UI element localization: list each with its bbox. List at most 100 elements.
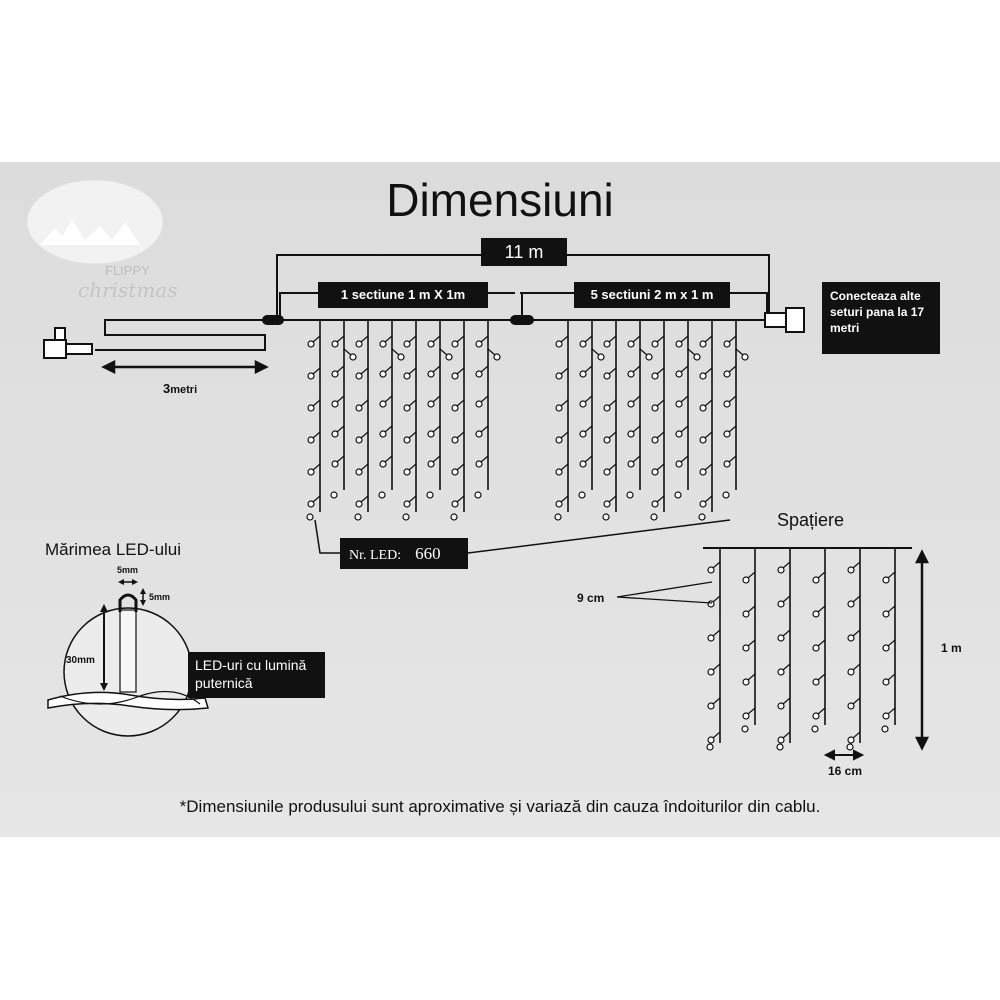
section2-label: 5 sectiuni 2 m x 1 m [574, 282, 730, 308]
led-bulb [812, 644, 820, 652]
led-bulb [812, 678, 820, 686]
led-bulb [651, 500, 659, 508]
vertical-spacing-label: 9 cm [577, 591, 605, 605]
led-bulb [603, 436, 611, 444]
led-bulb [451, 372, 459, 380]
led-bulb [451, 436, 459, 444]
led-bulb [555, 340, 563, 348]
led-bulb [603, 500, 611, 508]
led-bulb [699, 372, 707, 380]
led-bulb [675, 400, 683, 408]
connector-2 [510, 315, 534, 325]
led-bulb [427, 400, 435, 408]
height-arrow [914, 549, 930, 751]
led-bulb [379, 370, 387, 378]
spacing-strands [706, 548, 896, 751]
led-bulb [579, 400, 587, 408]
led-bulb [723, 400, 731, 408]
logo-text-1: FLIPPY [105, 263, 150, 278]
led-bulb [331, 430, 339, 438]
led-bulb [355, 340, 363, 348]
led-bulb [355, 404, 363, 412]
led-bulb [555, 372, 563, 380]
led-bulb [427, 370, 435, 378]
led-bulb [627, 370, 635, 378]
led-bulb [651, 404, 659, 412]
connect-note: Conecteaza alte seturi pana la 17 metri [822, 282, 940, 354]
led-bulb [355, 372, 363, 380]
led-bulb [379, 430, 387, 438]
led-bulb [403, 340, 411, 348]
led-bulb [651, 340, 659, 348]
led-bulb [427, 460, 435, 468]
led-bulb [331, 370, 339, 378]
led-bulb [331, 340, 339, 348]
led-bulb [445, 353, 453, 361]
led-bulb [882, 712, 890, 720]
led-bulb [603, 372, 611, 380]
led-bulb [379, 460, 387, 468]
led-bulb [777, 634, 785, 642]
total-width-label: 11 m [481, 238, 567, 266]
led-bulb [403, 404, 411, 412]
led-bulb [307, 436, 315, 444]
diagram-panel [0, 162, 1000, 837]
led-bulb [331, 400, 339, 408]
led-bulb [379, 400, 387, 408]
led-size-detail [47, 579, 209, 737]
page-title: Dimensiuni [386, 174, 614, 226]
led-bulb [355, 436, 363, 444]
led-bulb [493, 353, 501, 361]
lead-length-unit: metri [170, 384, 198, 396]
led-bulb [742, 610, 750, 618]
brand-logo: FLIPPY christmas [26, 179, 178, 302]
led-bulb [693, 353, 701, 361]
horizontal-spacing-label: 16 cm [828, 764, 863, 778]
led-bulb [403, 372, 411, 380]
led-size-title: Mărimea LED-ului [45, 540, 182, 559]
led-bulb [475, 370, 483, 378]
led-bulb [699, 500, 707, 508]
led-bulb [707, 634, 715, 642]
lead-arrow [101, 359, 269, 375]
led-description: LED-uri cu lumină puternică [188, 652, 325, 698]
led-bulb [651, 436, 659, 444]
led-bulb [812, 576, 820, 584]
led-bulb [627, 340, 635, 348]
led-bulb [707, 566, 715, 574]
led-bulb [307, 340, 315, 348]
led-bulb [723, 340, 731, 348]
led-bulb [349, 353, 357, 361]
led-bulb [603, 340, 611, 348]
led-bulb [403, 468, 411, 476]
led-count-value: 660 [415, 544, 441, 563]
led-bulb [675, 430, 683, 438]
led-bulb [699, 340, 707, 348]
led-bulb [427, 430, 435, 438]
led-bulb [742, 576, 750, 584]
led-bulb [847, 668, 855, 676]
led-bulb [555, 468, 563, 476]
led-bulb [579, 460, 587, 468]
led-bulb [812, 610, 820, 618]
led-bulb [331, 460, 339, 468]
led-length-label: 30mm [66, 655, 95, 666]
spacing-pointers [616, 581, 713, 604]
led-strands-section1 [306, 320, 501, 521]
led-bulb [307, 468, 315, 476]
led-bulb [707, 736, 715, 744]
led-bulb [675, 340, 683, 348]
led-bulb [777, 566, 785, 574]
led-bulb [651, 468, 659, 476]
led-bulb [741, 353, 749, 361]
connector-1 [262, 315, 284, 325]
led-bulb [307, 404, 315, 412]
logo-text-2: christmas [78, 278, 178, 302]
led-bulb [707, 600, 715, 608]
end-plug [764, 307, 805, 333]
led-bulb [847, 566, 855, 574]
led-bulb [847, 634, 855, 642]
led-bulb [627, 430, 635, 438]
led-bulb [307, 372, 315, 380]
